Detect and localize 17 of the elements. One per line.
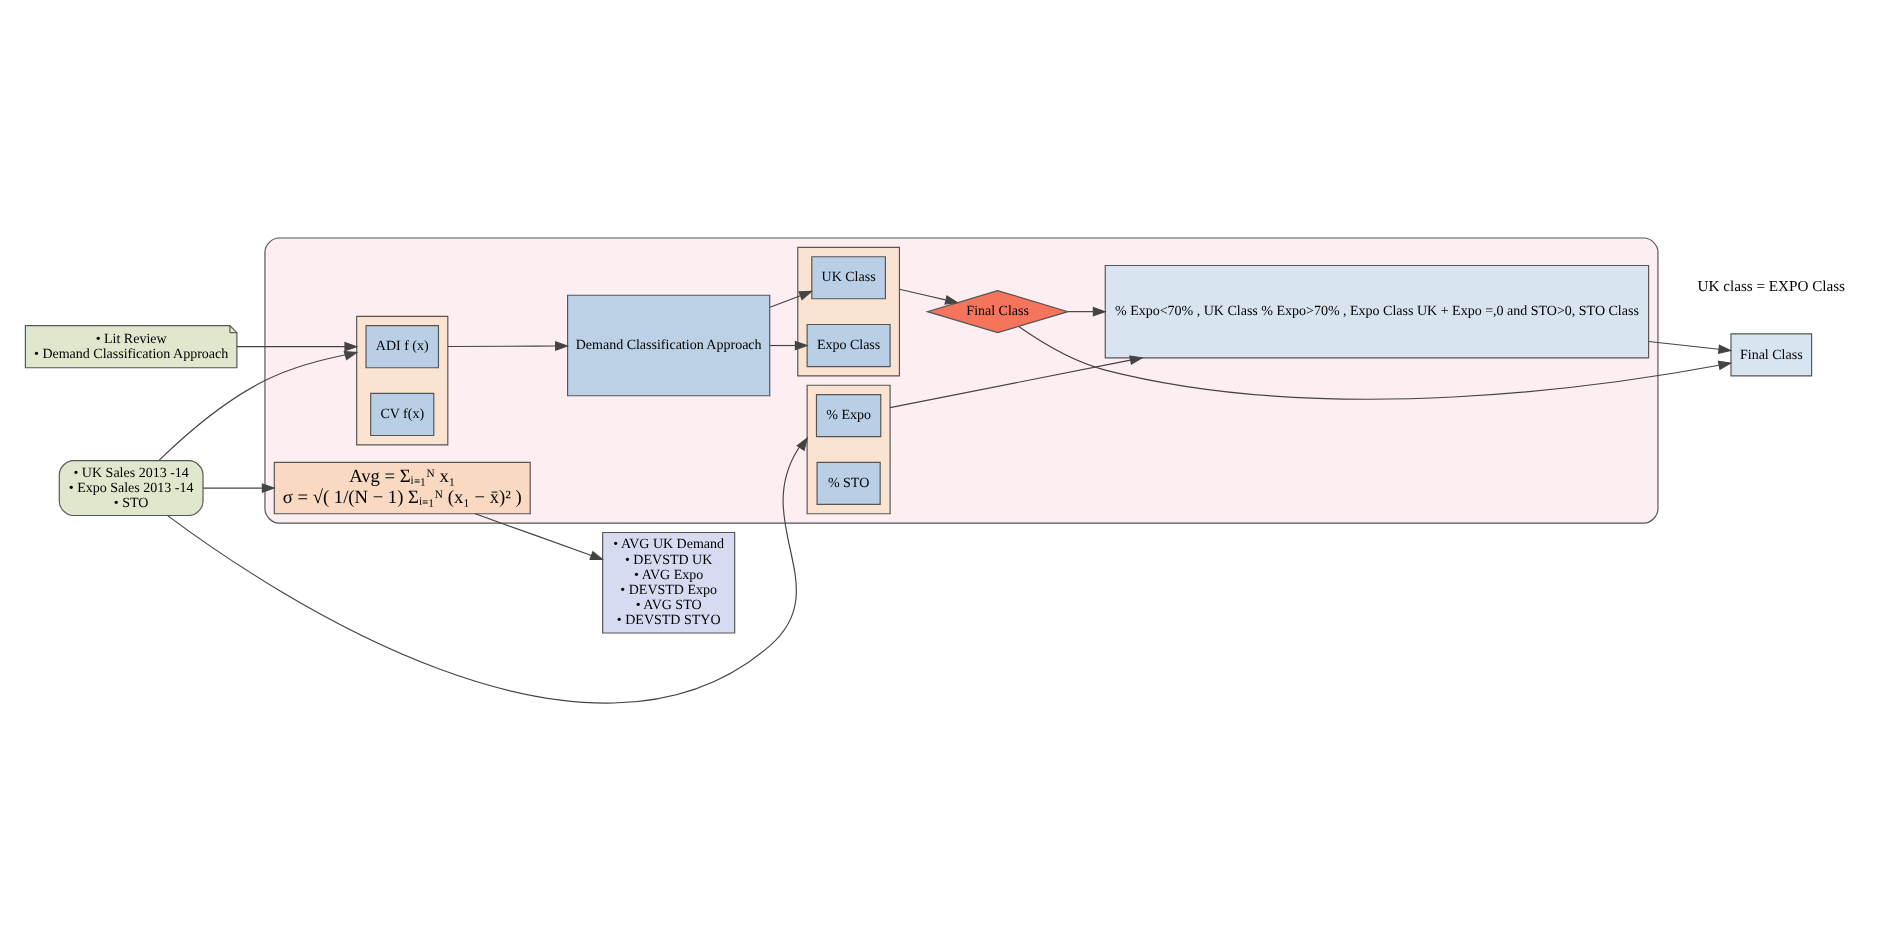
- node-box: Avg = Σᵢ₌₁ᴺ x₁ σ = √( 1/(N − 1) Σᵢ₌₁ᴺ (x₁ − x̄)² ): [272, 461, 530, 515]
- arrow: [1066, 306, 1106, 317]
- cluster: [263, 237, 1658, 524]
- arrow: [768, 290, 813, 308]
- arrow: [897, 288, 959, 305]
- cluster: [355, 315, 448, 446]
- arrow: [201, 483, 275, 493]
- arrow: [1017, 326, 1732, 400]
- arrow: [1647, 340, 1732, 355]
- arrow: [166, 436, 808, 704]
- arrow: [446, 341, 569, 351]
- arrow: [157, 351, 358, 461]
- arrow: [768, 340, 808, 351]
- cluster: [805, 384, 890, 515]
- arrow: [888, 355, 1143, 409]
- arrow: [473, 513, 604, 560]
- arrow: [235, 341, 358, 352]
